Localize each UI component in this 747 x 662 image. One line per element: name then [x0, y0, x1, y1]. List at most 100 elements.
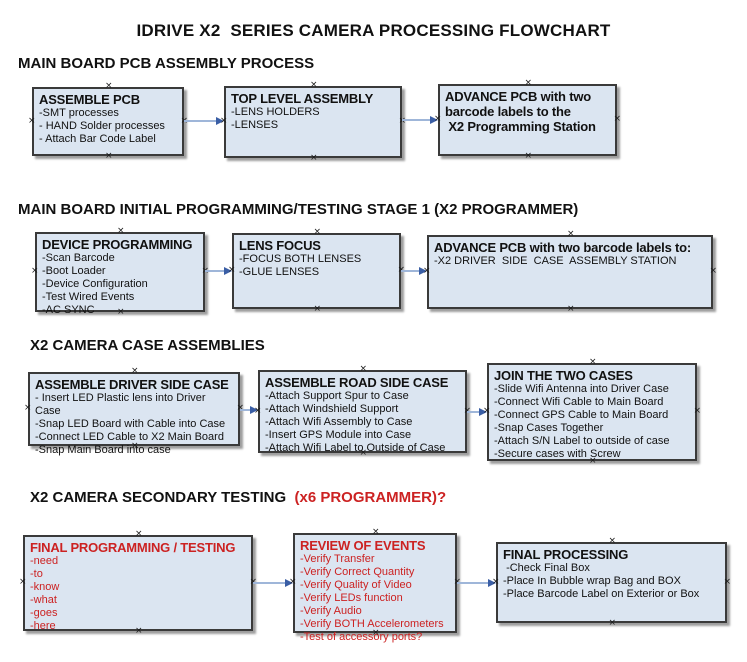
node-item: -know [30, 581, 60, 593]
connection-point-icon: × [313, 227, 322, 237]
node-item: -FOCUS BOTH LENSES [239, 253, 362, 265]
node-title: ASSEMBLE DRIVER SIDE CASE [35, 377, 229, 392]
arrow-line [205, 270, 227, 272]
node-item: -Verify Audio [300, 605, 362, 617]
arrow-line [457, 582, 491, 584]
section-heading-case-assemblies: X2 CAMERA CASE ASSEMBLIES [30, 337, 265, 354]
heading-black-part: X2 CAMERA SECONDARY TESTING [30, 489, 295, 506]
node-item: -Connect GPS Cable to Main Board [494, 409, 669, 421]
node-item: -goes [30, 607, 58, 619]
node-item: -Device Configuration [42, 278, 148, 290]
node-title: ASSEMBLE PCB [39, 92, 140, 107]
node-final-programming-testing: FINAL PROGRAMMING / TESTING -need-to-kno… [19, 530, 257, 636]
node-item: -to [30, 568, 43, 580]
heading-red-part: (x6 PROGRAMMER)? [294, 489, 447, 506]
node-item: -Attach Wifi Label to Outside of Case [265, 442, 446, 454]
node-items: -FOCUS BOTH LENSES-GLUE LENSES [239, 253, 394, 279]
node-item: -LENSES [231, 119, 279, 131]
node-item: -Connect LED Cable to X2 Main Board [35, 431, 224, 443]
connection-point-icon: × [310, 153, 318, 163]
connection-point-icon: × [567, 229, 575, 239]
node-item: -Boot Loader [42, 265, 106, 277]
node-items: -SMT processes- HAND Solder processes- A… [39, 107, 177, 146]
flow-arrow [457, 578, 496, 588]
connection-point-icon: × [372, 527, 380, 537]
node-title: REVIEW OF EVENTS [300, 538, 426, 553]
node-title: ADVANCE PCB with two barcode labels to: [434, 240, 692, 255]
connection-point-icon: × [105, 81, 113, 91]
connection-point-icon: × [608, 536, 617, 546]
node-item: -what [30, 594, 57, 606]
node-item: -Place Barcode Label on Exterior or Box [503, 588, 700, 600]
connection-point-icon: × [567, 304, 575, 314]
node-item: -Insert GPS Module into Case [265, 429, 412, 441]
connection-point-icon: × [310, 80, 318, 90]
section-heading-initial-programming: MAIN BOARD INITIAL PROGRAMMING/TESTING S… [18, 201, 579, 218]
node-items: -LENS HOLDERS-LENSES [231, 106, 395, 132]
node-item: -Place In Bubble wrap Bag and BOX [503, 575, 681, 587]
connection-point-icon: × [723, 576, 731, 587]
node-items: -Verify Transfer-Verify Correct Quantity… [300, 553, 450, 644]
connection-point-icon: × [105, 151, 113, 161]
node-advance-pcb-programming-station: ADVANCE PCB with two barcode labels to t… [434, 79, 621, 161]
connection-point-icon: × [589, 357, 597, 367]
node-item: -SMT processes [39, 107, 119, 119]
node-item: - HAND Solder processes [39, 120, 165, 132]
arrow-line [184, 120, 219, 122]
node-item: -Verify Transfer [300, 553, 375, 565]
node-title: TOP LEVEL ASSEMBLY [231, 91, 374, 106]
arrow-line [401, 270, 422, 272]
node-title: ADVANCE PCB with two barcode labels to t… [445, 89, 596, 134]
connection-point-icon: × [524, 78, 533, 88]
arrow-head-icon [285, 579, 293, 587]
node-items: -Slide Wifi Antenna into Driver Case-Con… [494, 383, 690, 461]
connection-point-icon: × [608, 618, 617, 628]
node-device-programming: DEVICE PROGRAMMING -Scan Barcode-Boot Lo… [31, 227, 209, 317]
node-item: -Attach S/N Label to outside of case [494, 435, 670, 447]
arrow-line [467, 411, 482, 413]
page-title: IDRIVE X2 SERIES CAMERA PROCESSING FLOWC… [136, 21, 611, 40]
flow-arrow [205, 266, 232, 276]
connection-point-icon: × [135, 529, 143, 539]
arrow-head-icon [430, 116, 438, 124]
node-assemble-pcb: ASSEMBLE PCB -SMT processes- HAND Solder… [28, 82, 188, 161]
node-advance-pcb-driver-side: ADVANCE PCB with two barcode labels to: … [423, 230, 717, 314]
connection-point-icon: × [709, 266, 717, 276]
flow-arrow [240, 405, 258, 415]
node-item: -Verify LEDs function [300, 592, 403, 604]
node-item: -Verify BOTH Accelerometers [300, 618, 444, 630]
connection-point-icon: × [359, 364, 368, 374]
flow-arrow [184, 116, 224, 126]
node-title: FINAL PROGRAMMING / TESTING [30, 540, 236, 555]
connection-point-icon: × [313, 304, 322, 314]
node-item: - Insert LED Plastic lens into Driver Ca… [35, 392, 209, 417]
node-items: -Check Final Box-Place In Bubble wrap Ba… [503, 562, 720, 601]
node-top-level-assembly: TOP LEVEL ASSEMBLY -LENS HOLDERS-LENSES … [220, 81, 406, 163]
node-item: -Check Final Box [503, 562, 590, 574]
arrow-head-icon [488, 579, 496, 587]
connection-point-icon: × [28, 115, 36, 126]
flow-arrow [467, 407, 487, 417]
arrow-head-icon [419, 267, 427, 275]
node-item: -Snap Cases Together [494, 422, 604, 434]
node-items: -X2 DRIVER SIDE CASE ASSEMBLY STATION [434, 255, 706, 268]
connection-point-icon: × [613, 114, 621, 124]
node-items: -Attach Support Spur to Case-Attach Wind… [265, 390, 460, 455]
node-item: -Verify Correct Quantity [300, 566, 415, 578]
node-item: -GLUE LENSES [239, 266, 320, 278]
flow-arrow [402, 115, 438, 125]
node-item: -Test Wired Events [42, 291, 135, 303]
node-assemble-road-side-case: ASSEMBLE ROAD SIDE CASE -Attach Support … [254, 365, 471, 458]
flow-arrow [253, 578, 293, 588]
node-lens-focus: LENS FOCUS -FOCUS BOTH LENSES-GLUE LENSE… [228, 228, 405, 314]
connection-point-icon: × [31, 266, 39, 276]
node-item: - Attach Bar Code Label [39, 133, 156, 145]
node-title: ASSEMBLE ROAD SIDE CASE [265, 375, 449, 390]
arrow-head-icon [479, 408, 487, 416]
node-title: LENS FOCUS [239, 238, 321, 253]
node-item: -need [30, 555, 59, 567]
node-title: DEVICE PROGRAMMING [42, 237, 193, 252]
section-heading-secondary-testing: X2 CAMERA SECONDARY TESTING (x6 PROGRAMM… [30, 489, 446, 506]
node-items: -need-to-know-what-goes-here [30, 555, 246, 633]
